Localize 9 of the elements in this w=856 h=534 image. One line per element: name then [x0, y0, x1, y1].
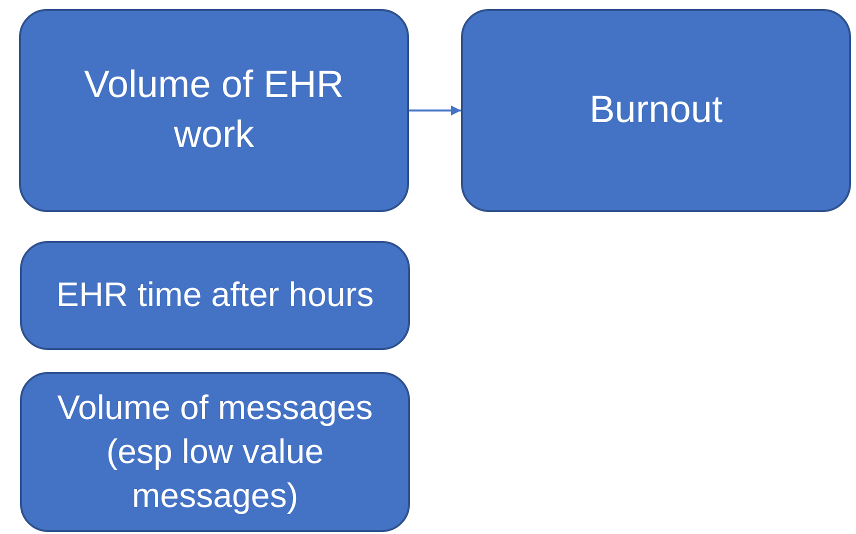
arrow: [409, 106, 461, 116]
process-box: [20, 372, 410, 532]
process-box: [20, 241, 410, 350]
box-label: Volume of messages (esp low value messages): [56, 388, 374, 518]
process-box: [19, 9, 409, 212]
box-label: EHR time after hours: [56, 275, 374, 316]
box-label: Burnout: [589, 88, 723, 133]
process-box: [461, 9, 851, 212]
box-label: Volume of EHR work: [83, 63, 345, 158]
